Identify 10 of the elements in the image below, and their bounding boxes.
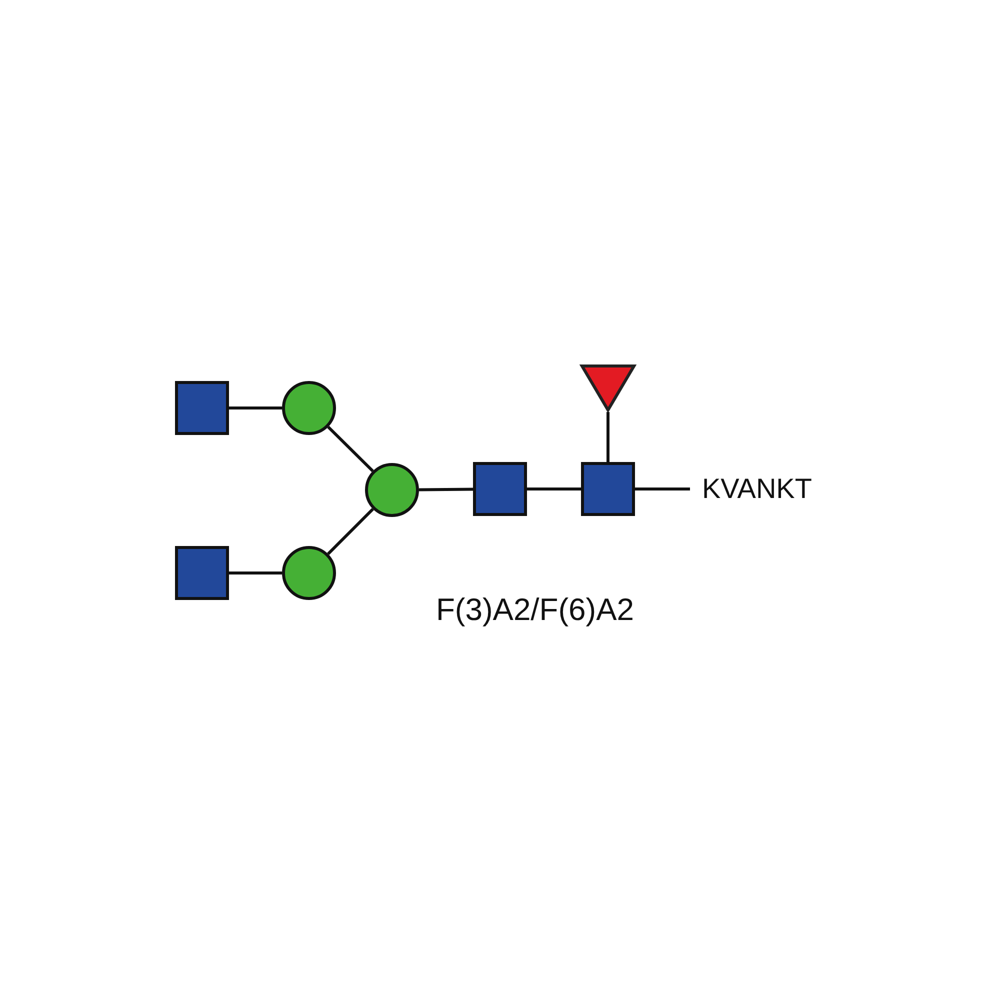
glycan-name: F(3)A2/F(6)A2 — [434, 592, 636, 628]
linkage-line — [606, 412, 610, 462]
peptide-label: KVANKT — [701, 473, 812, 505]
linkage-line — [327, 426, 374, 472]
linkage-line — [418, 488, 474, 492]
linkage-line — [635, 488, 690, 490]
linkage-line — [327, 508, 374, 555]
linkage-line — [229, 406, 282, 410]
linkage-line — [229, 572, 282, 574]
linkage-line — [527, 488, 581, 490]
